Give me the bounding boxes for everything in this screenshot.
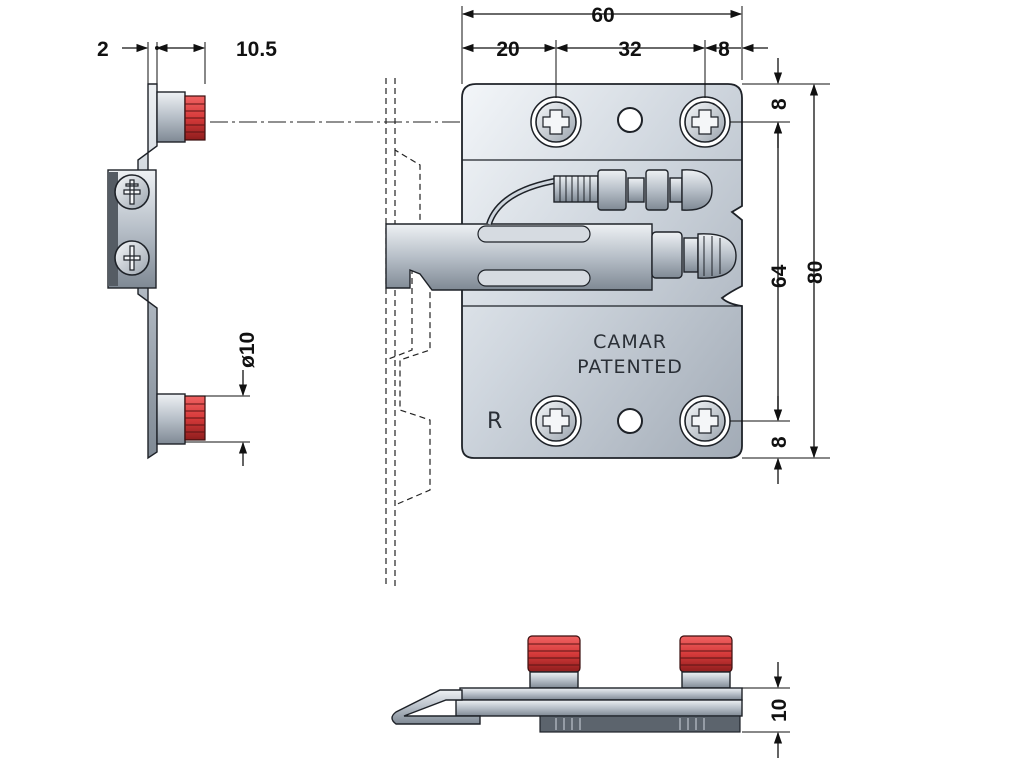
dimension-top-margin: 8	[768, 98, 791, 110]
bottom-red-thread	[184, 395, 206, 441]
dimension-dot	[155, 46, 159, 50]
mounting-screw-top-right	[679, 96, 731, 148]
mounting-screw-top-left	[530, 96, 582, 148]
plan-screw-thread	[555, 718, 705, 730]
cross-slot-icon	[123, 179, 141, 205]
plan-bushing-left	[527, 635, 581, 689]
side-adjuster-shadow	[108, 172, 118, 286]
front-view: CAMAR PATENTED R 60 20 32 8 8 64 8	[385, 4, 830, 484]
round-hole-bottom	[617, 408, 643, 434]
spring-wire-highlight	[487, 178, 561, 225]
arm-slot	[477, 269, 591, 287]
upper-adjusting-screw	[553, 169, 713, 211]
bottom-bushing-base	[156, 393, 186, 445]
brand-marking: CAMAR	[593, 331, 667, 353]
arm-slot	[477, 225, 591, 243]
dimension-diameter: ø10	[236, 332, 259, 368]
mounting-screw-bottom-right	[679, 395, 731, 447]
top-bushing-base	[156, 91, 186, 143]
dimension-total-width: 60	[591, 4, 614, 27]
plan-bushing-right	[679, 635, 733, 689]
dimension-side-depth: 10.5	[236, 38, 277, 61]
dimension-bottom-margin: 8	[768, 436, 791, 448]
plan-hook-arm	[391, 689, 481, 725]
plan-view: 10	[391, 635, 791, 758]
lower-adjusting-screw	[651, 231, 737, 279]
round-hole-top	[617, 107, 643, 133]
plan-mechanism-body	[455, 699, 743, 717]
dimension-hole-offset-left: 20	[496, 38, 519, 61]
side-view: 2 10.5	[97, 38, 277, 466]
plan-screw-housing	[539, 715, 741, 733]
cross-slot-icon	[123, 245, 141, 271]
dimension-hole-spacing: 32	[618, 38, 641, 61]
dimension-hole-offset-right: 8	[718, 38, 730, 61]
dimension-hole-vertical-spacing: 64	[768, 264, 791, 288]
cabinet-profile-dashed	[385, 78, 431, 586]
top-red-thread	[184, 95, 206, 141]
dimension-plan-height: 10	[768, 699, 791, 722]
patented-marking: PATENTED	[577, 356, 683, 378]
dimension-total-height: 80	[804, 261, 827, 284]
side-marking: R	[487, 409, 502, 434]
mounting-screw-bottom-left	[530, 395, 582, 447]
dimension-side-thickness: 2	[97, 38, 109, 61]
plan-base-plate	[459, 687, 743, 701]
